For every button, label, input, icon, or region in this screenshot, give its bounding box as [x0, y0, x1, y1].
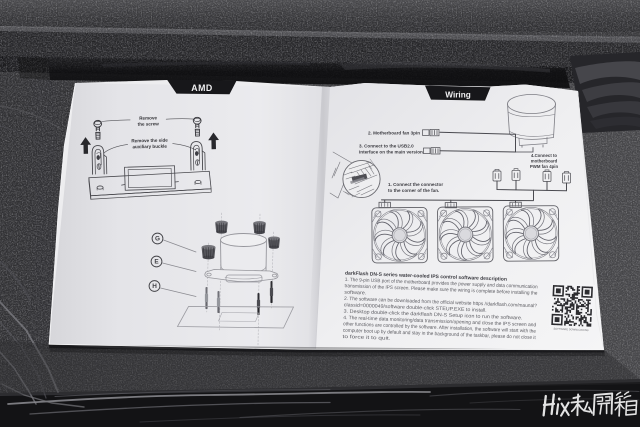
svg-text:E: E: [154, 259, 159, 266]
svg-text:classid=0000049/software doubl: classid=0000049/software double-click ST…: [344, 302, 487, 313]
svg-text:Remove: Remove: [139, 115, 157, 120]
svg-text:3. Connect to the USB2.0: 3. Connect to the USB2.0: [359, 144, 414, 149]
svg-text:to the corner of the fan.: to the corner of the fan.: [388, 188, 439, 193]
svg-text:the screw: the screw: [138, 121, 160, 126]
svg-text:Wiring: Wiring: [445, 90, 470, 99]
svg-text:software.: software.: [344, 290, 366, 297]
svg-text:AMD: AMD: [191, 83, 213, 93]
svg-text:2. Motherboard fan 3pin: 2. Motherboard fan 3pin: [368, 131, 420, 136]
svg-text:to force it to quit.: to force it to quit.: [342, 334, 390, 342]
svg-text:motherboard: motherboard: [531, 159, 558, 164]
svg-text:auxiliary buckle: auxiliary buckle: [132, 144, 167, 150]
svg-text:1. Connect the connector: 1. Connect the connector: [388, 182, 443, 187]
svg-text:H: H: [152, 283, 157, 290]
svg-text:PWM fan 4pin: PWM fan 4pin: [530, 164, 559, 169]
svg-text:4.Connect to: 4.Connect to: [531, 153, 557, 158]
svg-text:SOFTWARE DOWNLOADING: SOFTWARE DOWNLOADING: [553, 327, 588, 333]
svg-text:Remove the side: Remove the side: [131, 138, 168, 144]
svg-text:G: G: [155, 236, 160, 243]
svg-text:interface on the main version: interface on the main version: [359, 150, 423, 155]
